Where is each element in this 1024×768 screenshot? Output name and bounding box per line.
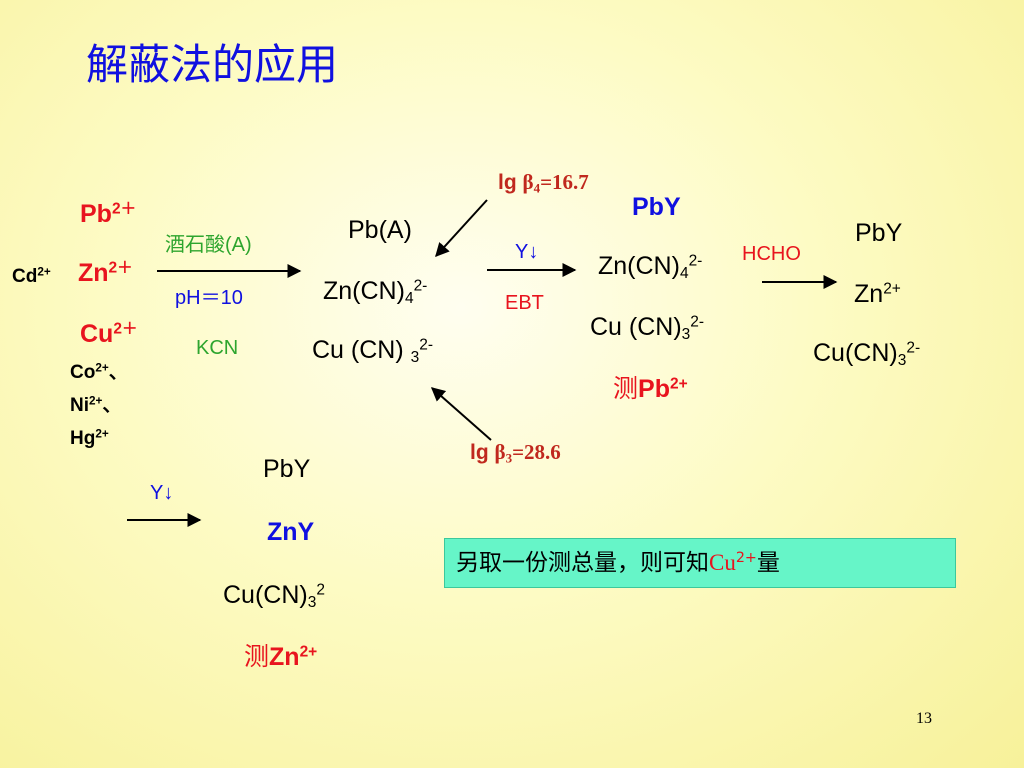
ion-zn-symbol: Zn <box>78 259 109 287</box>
ion-cd: Cd2+ <box>12 265 51 287</box>
ion-cu: Cu2＋ <box>80 320 138 348</box>
ion-cu-symbol: Cu <box>80 320 114 348</box>
note-prefix: 另取一份测总量，则可知 <box>456 550 709 576</box>
ion-pb-charge: 2＋ <box>111 200 137 218</box>
ion-pb: Pb2＋ <box>80 200 137 228</box>
complex-cu-cn3-4: Cu(CN)32 <box>223 581 325 611</box>
arrow-lgbeta3 <box>430 387 492 441</box>
complex-cu-cn3-1-charge: 2- <box>419 336 434 354</box>
complex-zn-cn4-1-charge: 2- <box>413 277 428 295</box>
measure-pb-prefix: 测 <box>613 375 639 403</box>
lg-beta3-label: lg β3=28.6 <box>470 440 561 466</box>
complex-cu-cn3-2-formula: Cu (CN) <box>590 313 682 341</box>
complex-cu-cn3-1-formula: Cu (CN) <box>312 336 411 364</box>
ion-ni: Ni2+、 <box>70 394 122 416</box>
ion-co: Co2+、 <box>70 361 128 383</box>
step2-reagent-y: Y↓ <box>515 241 539 263</box>
complex-cu-cn3-2-charge: 2- <box>690 313 705 331</box>
measure-zn-prefix: 测 <box>244 643 270 671</box>
complex-zn-cn4-1-formula: Zn(CN) <box>323 277 405 305</box>
complex-cu-cn3-1-subscript: 3 <box>410 348 420 366</box>
ion-co-symbol: Co <box>70 362 96 383</box>
lg-beta4-prefix: lg <box>498 171 523 194</box>
ion-hg-charge: 2+ <box>95 427 109 441</box>
complex-cu-cn3-4-charge: 2 <box>316 581 325 599</box>
complex-pb-a: Pb(A) <box>348 216 412 244</box>
lg-beta4-value: =16.7 <box>540 170 589 194</box>
lg-beta4-symbol: β <box>522 170 534 194</box>
step3-reagent-hcho: HCHO <box>742 243 801 265</box>
complex-cu-cn3-4-subscript: 3 <box>307 593 317 611</box>
lg-beta3-subscript: 3 <box>505 450 513 466</box>
complex-pby-4: PbY <box>263 455 311 483</box>
ion-ni-separator: 、 <box>102 395 122 416</box>
reagent-kcn: KCN <box>196 337 239 359</box>
complex-zn-cn4-2: Zn(CN)42- <box>598 252 703 282</box>
complex-cu-cn3-3-formula: Cu(CN) <box>813 339 898 367</box>
measure-pb: 测Pb2+ <box>613 375 688 403</box>
lg-beta4-subscript: 4 <box>533 180 541 196</box>
complex-cu-cn3-4-formula: Cu(CN) <box>223 581 308 609</box>
ion-ni-symbol: Ni <box>70 395 89 416</box>
ion-cd-symbol: Cd <box>12 266 38 287</box>
ion-cd-charge: 2+ <box>37 265 51 279</box>
note-ion-charge: 2+ <box>735 550 757 567</box>
slide-title: 解蔽法的应用 <box>86 40 339 89</box>
ion-zn-3: Zn2+ <box>854 280 901 308</box>
complex-pby-3: PbY <box>855 219 903 247</box>
note-text: 另取一份测总量，则可知Cu2+量 <box>456 551 780 575</box>
step4-reagent-y: Y↓ <box>150 482 174 504</box>
ion-cu-charge: 2＋ <box>113 320 138 338</box>
complex-zn-cn4-2-charge: 2- <box>688 252 703 270</box>
ion-co-separator: 、 <box>108 362 128 383</box>
lg-beta3-symbol: β <box>494 440 506 464</box>
complex-zn-cn4-1: Zn(CN)42- <box>323 277 428 307</box>
ion-hg-symbol: Hg <box>70 428 96 449</box>
measure-zn-symbol: Zn <box>269 643 300 671</box>
ion-zn: Zn2＋ <box>78 259 133 287</box>
complex-cu-cn3-2-subscript: 3 <box>681 325 691 343</box>
measure-pb-symbol: Pb <box>638 375 670 403</box>
complex-zn-cn4-1-subscript: 4 <box>404 289 414 307</box>
complex-cu-cn3-3-subscript: 3 <box>897 351 907 369</box>
reagent-ph: pH＝10 <box>175 287 243 309</box>
ion-co-charge: 2+ <box>95 361 109 375</box>
measure-pb-charge: 2+ <box>669 375 688 393</box>
step2-indicator-ebt: EBT <box>505 292 544 314</box>
lg-beta3-value: =28.6 <box>512 440 561 464</box>
lg-beta3-prefix: lg <box>470 441 495 464</box>
ion-hg: Hg2+ <box>70 427 109 449</box>
arrow-lgbeta4 <box>435 199 488 258</box>
ion-pb-symbol: Pb <box>80 200 112 228</box>
measure-zn: 测Zn2+ <box>244 643 318 671</box>
complex-pby-2: PbY <box>632 193 681 221</box>
complex-zn-cn4-2-formula: Zn(CN) <box>598 252 680 280</box>
note-box: 另取一份测总量，则可知Cu2+量 <box>444 538 956 588</box>
note-suffix: 量 <box>756 550 780 576</box>
ion-zn-3-charge: 2+ <box>883 280 901 298</box>
complex-cu-cn3-1: Cu (CN) 32- <box>312 336 434 366</box>
complex-cu-cn3-3: Cu(CN)32- <box>813 339 921 369</box>
complex-zn-cn4-2-subscript: 4 <box>679 264 689 282</box>
complex-zny-4: ZnY <box>267 518 315 546</box>
ion-zn-charge: 2＋ <box>108 259 133 277</box>
note-ion: Cu <box>709 550 736 575</box>
page-number: 13 <box>916 710 932 727</box>
measure-zn-charge: 2+ <box>299 643 318 661</box>
complex-cu-cn3-3-charge: 2- <box>906 339 921 357</box>
reagent-tartaric-acid: 酒石酸(A) <box>165 234 252 256</box>
lg-beta4-label: lg β4=16.7 <box>498 170 589 196</box>
ion-ni-charge: 2+ <box>89 394 103 408</box>
complex-cu-cn3-2: Cu (CN)32- <box>590 313 705 343</box>
ion-zn-3-symbol: Zn <box>854 280 884 308</box>
